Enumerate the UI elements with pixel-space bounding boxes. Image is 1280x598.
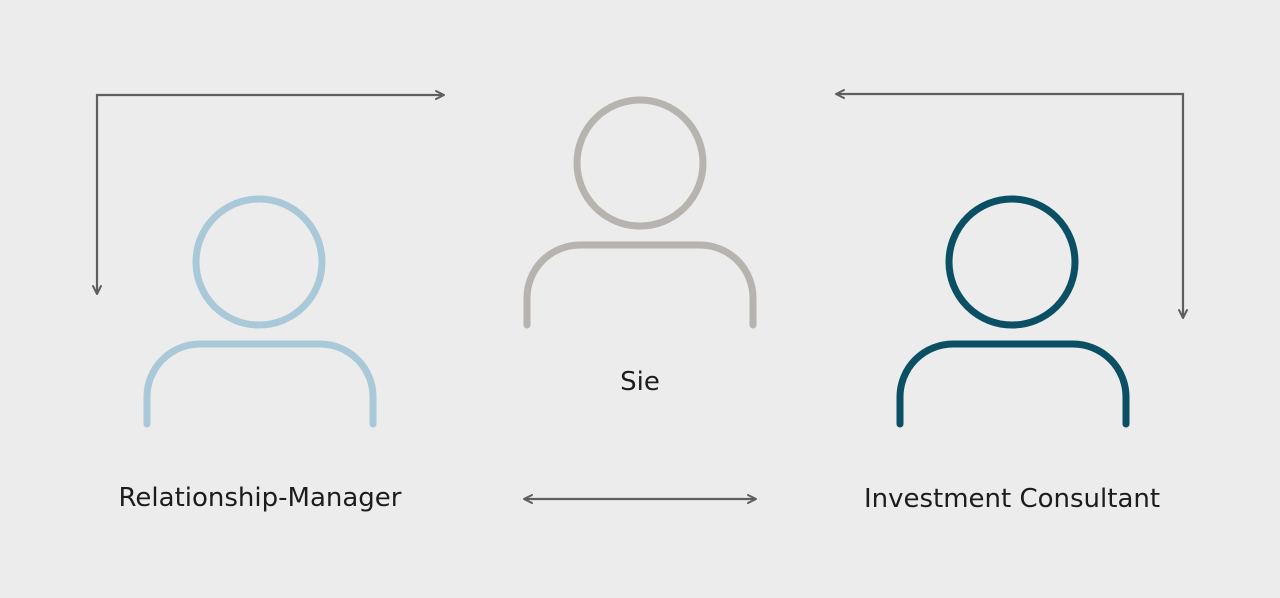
you-label: Sie bbox=[620, 367, 660, 397]
you-person-icon bbox=[523, 96, 757, 329]
relationship-manager-person-icon bbox=[143, 195, 377, 428]
arrow-investment-consultant-to-you bbox=[835, 89, 1188, 319]
investment-consultant-person-icon bbox=[896, 195, 1130, 428]
arrow-relationship-manager-to-you bbox=[92, 90, 445, 295]
investment-consultant-label: Investment Consultant bbox=[863, 484, 1161, 514]
relationship-manager-label: Relationship-Manager bbox=[118, 483, 402, 513]
